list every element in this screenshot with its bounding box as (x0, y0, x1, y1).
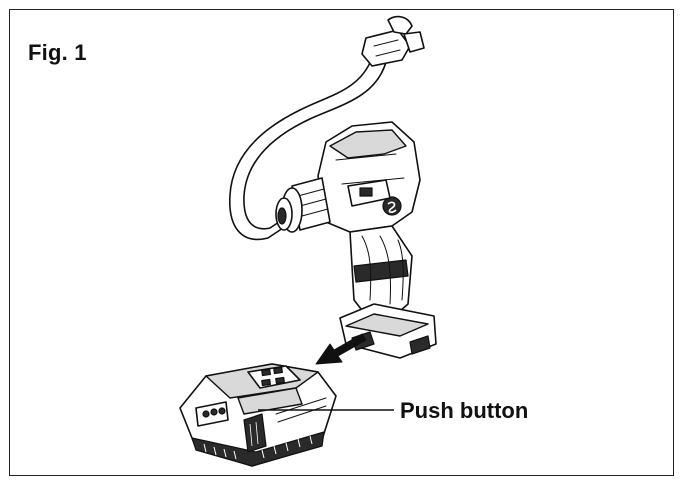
battery-pack (179, 363, 337, 467)
figure-title: Fig. 1 (28, 40, 87, 65)
release-push-button (237, 387, 303, 415)
figure-frame (9, 9, 674, 476)
valve-chuck (361, 15, 425, 67)
air-hose (229, 57, 387, 241)
removal-arrow (315, 333, 367, 365)
push-button-label: Push button (400, 398, 529, 423)
inflator-body (275, 121, 437, 359)
